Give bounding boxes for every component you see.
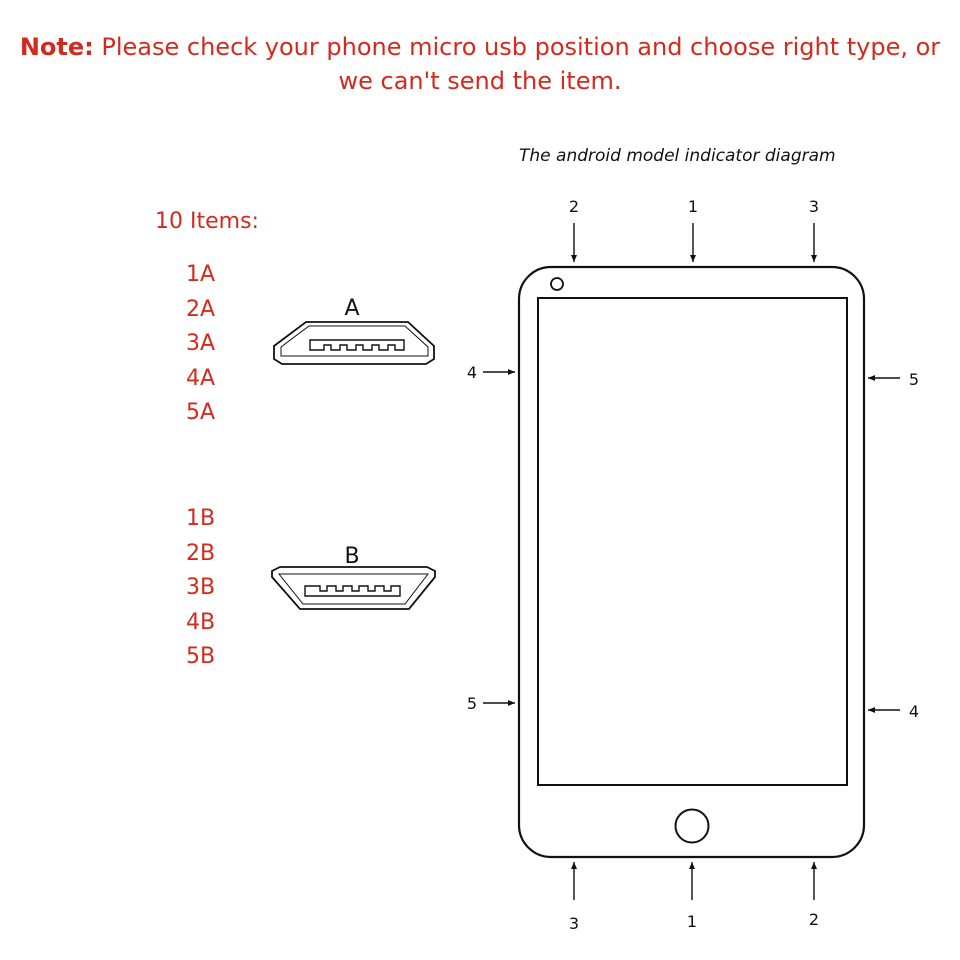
connector-a-pins xyxy=(309,339,405,351)
connector-b-pins xyxy=(304,585,401,597)
list-item: 3B xyxy=(186,575,216,600)
position-label: 5 xyxy=(467,694,477,713)
left-position-markers: 4 5 xyxy=(467,363,515,713)
position-label: 1 xyxy=(688,197,698,216)
position-label: 3 xyxy=(809,197,819,216)
position-label: 5 xyxy=(909,370,919,389)
list-item: 4A xyxy=(186,365,216,391)
phone-screen xyxy=(537,297,848,786)
position-label: 4 xyxy=(467,363,477,382)
list-item: 1B xyxy=(186,506,216,531)
diagram-title: The android model indicator diagram xyxy=(519,146,836,166)
connector-b-label: B xyxy=(344,544,359,569)
item-list-a: 1A 2A 3A 4A 5A xyxy=(186,258,215,431)
top-position-markers: 2 1 3 xyxy=(569,197,819,262)
list-item: 3A xyxy=(186,331,216,356)
connector-a-label: A xyxy=(344,296,359,321)
list-item: 4B xyxy=(186,609,216,635)
items-count-title: 10 Items: xyxy=(155,209,259,234)
position-label: 4 xyxy=(909,702,919,721)
micro-usb-connector-a: A xyxy=(273,296,435,365)
bottom-position-markers: 3 1 2 xyxy=(569,862,819,933)
connector-a-shell xyxy=(273,321,435,365)
note-label: Note: xyxy=(19,33,94,61)
list-item: 5B xyxy=(186,644,216,669)
position-label: 1 xyxy=(687,912,697,931)
right-position-markers: 5 4 xyxy=(868,370,919,721)
micro-usb-connector-b: B xyxy=(271,544,436,610)
list-item: 2A xyxy=(186,296,216,322)
note-banner: Note: Please check your phone micro usb … xyxy=(0,30,960,98)
item-list-b: 1B 2B 3B 4B 5B xyxy=(186,502,215,675)
note-text-line2: we can't send the item. xyxy=(338,67,622,95)
list-item: 5A xyxy=(186,400,216,425)
phone-outline xyxy=(517,265,866,859)
connector-b-shell xyxy=(271,566,436,610)
list-item: 2B xyxy=(186,540,216,566)
front-camera-icon xyxy=(550,277,564,291)
note-text: Please check your phone micro usb positi… xyxy=(93,33,941,61)
position-label: 2 xyxy=(809,910,819,929)
phone-body xyxy=(517,265,866,859)
position-label: 3 xyxy=(569,914,579,933)
position-label: 2 xyxy=(569,197,579,216)
list-item: 1A xyxy=(186,262,216,287)
connector-a-inner xyxy=(280,325,429,357)
home-button-icon xyxy=(674,808,710,844)
connector-b-inner xyxy=(277,573,430,605)
